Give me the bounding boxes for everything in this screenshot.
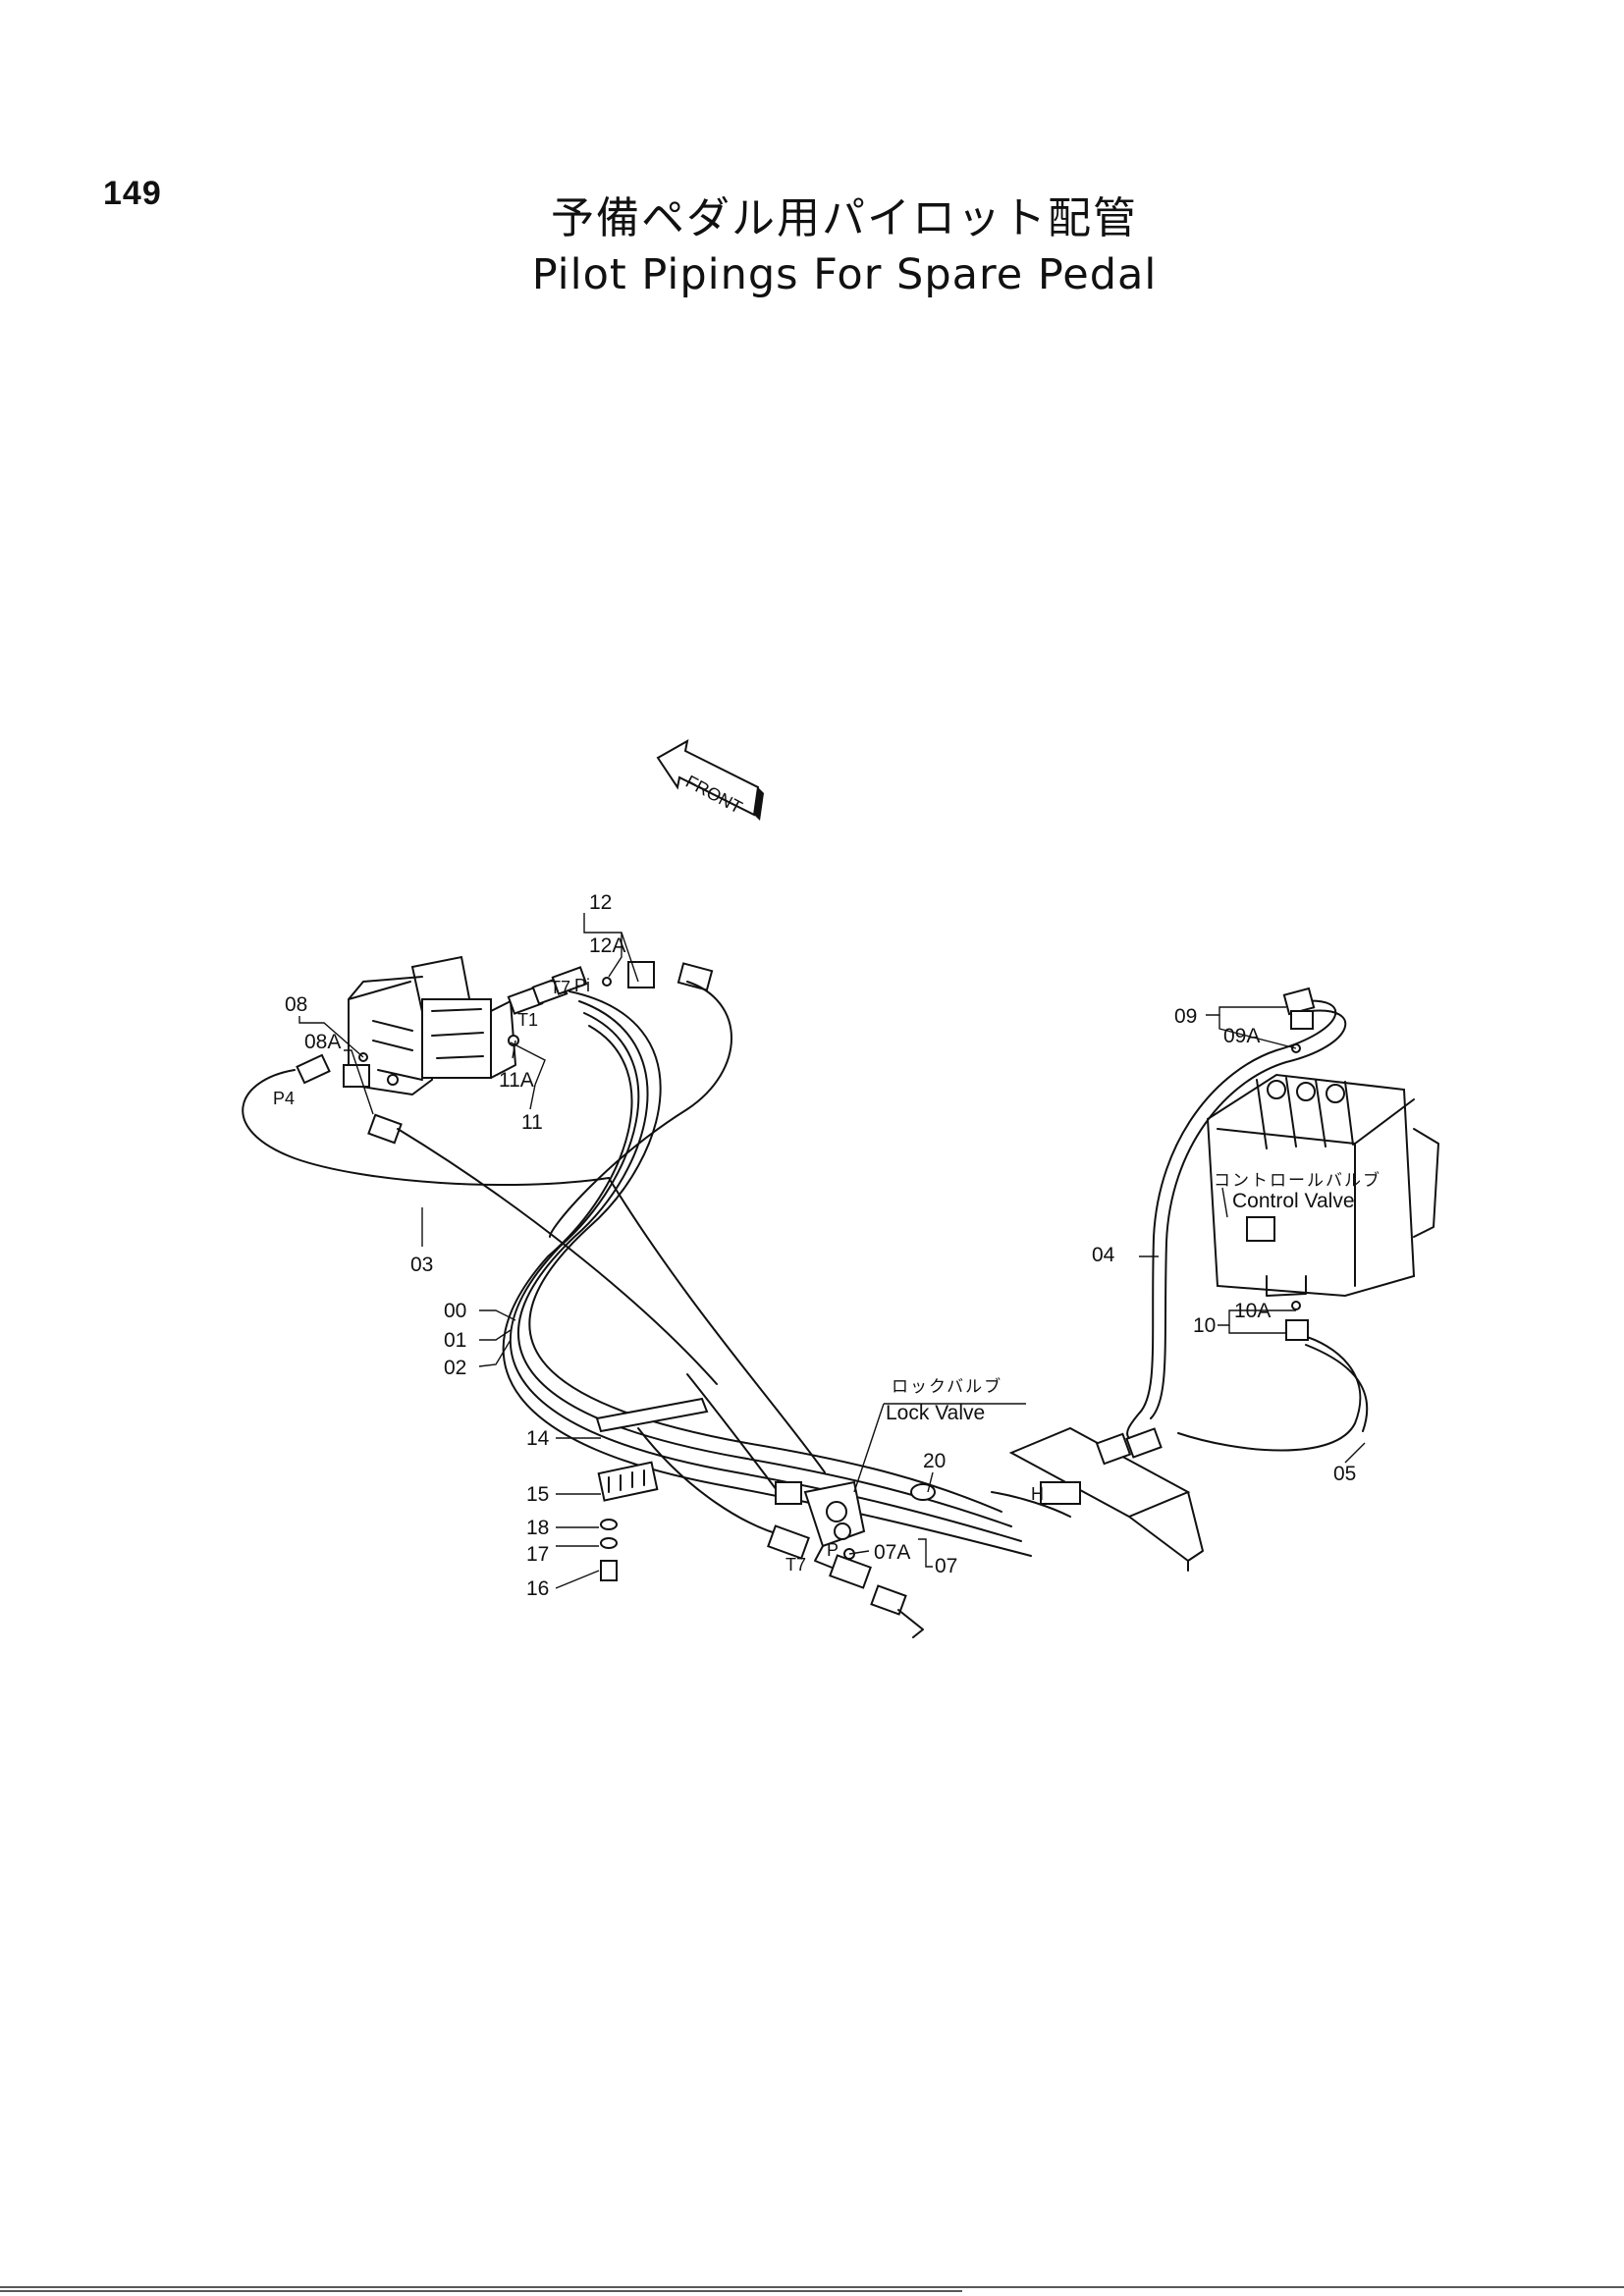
hose-lock-lower bbox=[608, 1177, 826, 1473]
leader-lines bbox=[298, 913, 1366, 1589]
control-valve-label-en: Control Valve bbox=[1232, 1190, 1355, 1212]
page-number: 149 bbox=[103, 175, 162, 212]
component-labels: コントロールバルブ Control Valve ロックバルブ Lock Valv… bbox=[886, 1170, 1381, 1424]
port-mark: P4 bbox=[273, 1089, 295, 1108]
bracket-14-15 bbox=[595, 1397, 709, 1581]
lock-valve bbox=[767, 1480, 924, 1638]
callout: 04 bbox=[1092, 1244, 1115, 1266]
port-mark: Pi bbox=[574, 976, 590, 995]
callout: 14 bbox=[526, 1427, 550, 1450]
front-arrow: FRONT bbox=[656, 739, 764, 821]
callout: 07 bbox=[935, 1555, 957, 1577]
callout: 09 bbox=[1174, 1005, 1197, 1028]
title-japanese: 予備ペダル用パイロット配管 bbox=[551, 193, 1138, 243]
port-mark: P bbox=[827, 1540, 839, 1560]
callout: 08 bbox=[285, 993, 307, 1016]
control-valve bbox=[1206, 1073, 1439, 1298]
hose-lock-lower-2 bbox=[686, 1373, 786, 1503]
floor-plate bbox=[1008, 1426, 1204, 1572]
port-mark: T7 bbox=[785, 1555, 806, 1575]
callout: 10A bbox=[1234, 1300, 1271, 1322]
port-mark: T1 bbox=[517, 1010, 538, 1030]
callout: 10 bbox=[1193, 1314, 1216, 1337]
port-mark: T7 bbox=[550, 978, 570, 997]
callout: 15 bbox=[526, 1483, 549, 1506]
callout: 09A bbox=[1223, 1025, 1260, 1047]
hose-03-lower bbox=[397, 1128, 718, 1385]
fitting-08 bbox=[296, 1052, 403, 1145]
clamp-20 bbox=[910, 1483, 936, 1501]
callout: 08A bbox=[304, 1031, 341, 1053]
callout: 11 bbox=[521, 1111, 543, 1134]
lock-valve-label-jp: ロックバルブ bbox=[892, 1376, 1002, 1397]
callout: 16 bbox=[526, 1577, 549, 1600]
callout: 02 bbox=[444, 1357, 466, 1379]
callout: 07A bbox=[874, 1541, 910, 1564]
fittings-top bbox=[507, 961, 714, 1046]
footer-rule bbox=[0, 2286, 1624, 2292]
pedal-valve bbox=[348, 955, 516, 1095]
callout: 01 bbox=[444, 1329, 466, 1352]
hoses-right bbox=[1126, 987, 1369, 1452]
callouts: 12 12A 08 08A 11A 11 03 00 01 02 14 15 1… bbox=[285, 891, 1356, 1600]
callout: 03 bbox=[410, 1254, 433, 1276]
title-block: 予備ペダル用パイロット配管 Pilot Pipings For Spare Pe… bbox=[471, 191, 1218, 303]
callout: 12A bbox=[589, 934, 625, 957]
hose-03 bbox=[242, 1069, 610, 1187]
callout: 05 bbox=[1333, 1463, 1356, 1485]
callout: 17 bbox=[526, 1543, 549, 1566]
callout: 18 bbox=[526, 1517, 549, 1539]
control-valve-label-jp: コントロールバルブ bbox=[1214, 1170, 1381, 1191]
callout: 00 bbox=[444, 1300, 466, 1322]
callout: 12 bbox=[589, 891, 612, 914]
title-english: Pilot Pipings For Spare Pedal bbox=[531, 250, 1158, 299]
callout: 11A bbox=[499, 1069, 534, 1092]
hose-bundle bbox=[502, 981, 1071, 1557]
lock-valve-label-en: Lock Valve bbox=[886, 1402, 985, 1424]
hose-lock-lower-3 bbox=[637, 1427, 786, 1537]
port-marks: T1 T7 Pi P4 T7 P H bbox=[273, 976, 1044, 1575]
port-mark: H bbox=[1031, 1484, 1044, 1504]
callout: 20 bbox=[923, 1450, 946, 1472]
